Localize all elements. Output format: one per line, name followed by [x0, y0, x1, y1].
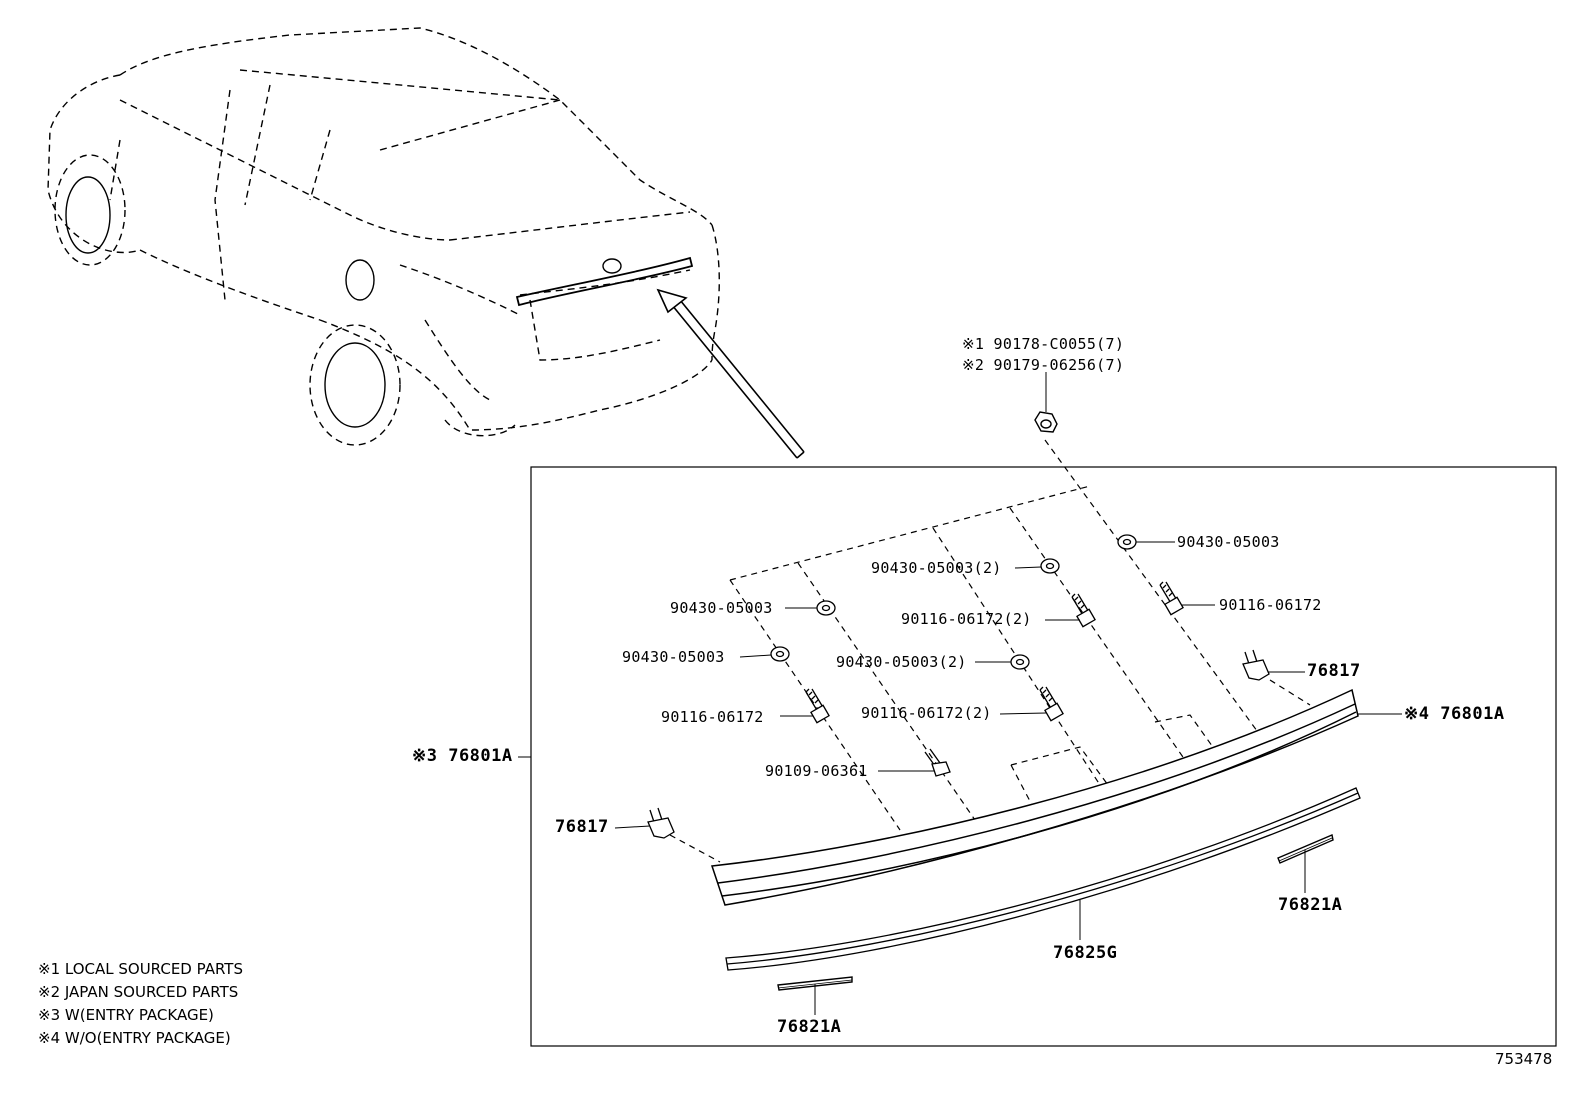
label-tape-right: 76821A [1278, 895, 1343, 915]
front-wheel [54, 154, 126, 266]
label-tape-left: 76821A [777, 1017, 842, 1037]
label-nut-japan: ※2 90179-06256(7) [962, 356, 1125, 374]
pointer-arrow [656, 288, 805, 459]
label-clip-left: 76817 [555, 817, 609, 837]
label-washer-l2: 90430-05003 [622, 648, 725, 666]
label-bolt-l1: 90116-06172 [661, 708, 764, 726]
label-bolt-r1: 90116-06172 [1219, 596, 1322, 614]
label-garnish-left: ※3 76801A [412, 746, 513, 766]
tape-left [777, 976, 853, 991]
label-bolt-c2: 90116-06172(2) [861, 704, 992, 722]
trunk-emblem [602, 258, 622, 274]
label-bolt-c1: 90116-06172(2) [901, 610, 1032, 628]
label-washer-l1: 90430-05003 [670, 599, 773, 617]
label-moulding: 76825G [1053, 943, 1118, 963]
rear-garnish [710, 688, 1359, 906]
label-washer-c1: 90430-05003(2) [871, 559, 1002, 577]
label-screw: 90109-06361 [765, 762, 868, 780]
nut-top [1034, 411, 1058, 433]
car-garnish-highlight [515, 256, 694, 307]
legend-item-local: ※1 LOCAL SOURCED PARTS [38, 960, 243, 978]
rear-wheel [309, 324, 401, 446]
legend-item-entry: ※3 W(ENTRY PACKAGE) [38, 1006, 214, 1024]
figure-code: 753478 [1495, 1050, 1553, 1068]
moulding-strip [725, 787, 1361, 971]
clips [647, 649, 1270, 839]
bolts [805, 581, 1184, 777]
fuel-door [345, 259, 375, 301]
legend-item-japan: ※2 JAPAN SOURCED PARTS [38, 983, 239, 1001]
tape-right [1277, 834, 1334, 864]
washers [770, 534, 1137, 670]
label-clip-right: 76817 [1307, 661, 1361, 681]
assembly-guide-lines [669, 439, 1311, 863]
legend-item-no-entry: ※4 W/O(ENTRY PACKAGE) [38, 1029, 231, 1047]
leader-lines [518, 372, 1402, 1015]
label-washer-c2: 90430-05003(2) [836, 653, 967, 671]
label-garnish-right: ※4 76801A [1404, 704, 1505, 724]
label-nut-local: ※1 90178-C0055(7) [962, 335, 1125, 353]
label-washer-r1: 90430-05003 [1177, 533, 1280, 551]
